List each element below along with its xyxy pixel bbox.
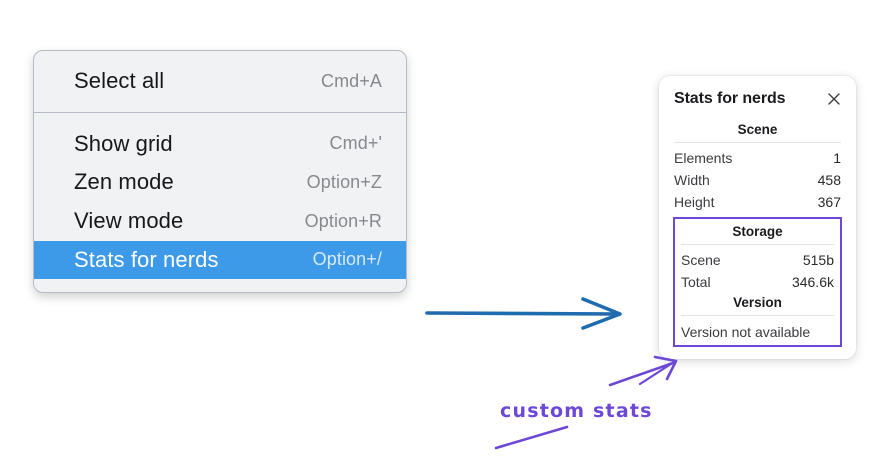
menu-item-stats-for-nerds[interactable]: Stats for nerds Option+/ [34, 240, 406, 280]
menu-item-shortcut: Option+/ [312, 249, 382, 270]
stat-row-elements: Elements 1 [674, 147, 841, 169]
custom-stats-highlight-box: Storage Scene 515b Total 346.6k Version … [673, 217, 842, 347]
purple-pointer-arrows [494, 355, 678, 450]
stat-value: 367 [817, 194, 841, 210]
stat-value: 458 [817, 172, 841, 188]
stat-label: Total [681, 274, 711, 290]
stat-label: Width [674, 172, 710, 188]
section-rule [681, 315, 834, 316]
section-rule [674, 142, 841, 143]
menu-item-select-all[interactable]: Select all Cmd+A [34, 62, 406, 101]
custom-stats-label: custom stats [500, 400, 653, 422]
stat-label: Elements [674, 150, 733, 166]
stat-row-height: Height 367 [674, 191, 841, 213]
menu-item-shortcut: Cmd+A [320, 70, 382, 91]
menu-item-label: Zen mode [74, 169, 174, 195]
menu-item-shortcut: Option+Z [306, 172, 382, 193]
blue-pointer-arrow [425, 297, 622, 330]
menu-item-shortcut: Option+R [304, 210, 382, 231]
stats-panel-body: Scene Elements 1 Width 458 Height 367 St… [659, 120, 856, 347]
stat-label: Scene [681, 252, 721, 268]
stat-row-width: Width 458 [674, 169, 841, 191]
menu-item-show-grid[interactable]: Show grid Cmd+' [34, 125, 406, 164]
stat-label: Height [674, 194, 715, 210]
section-title-storage: Storage [732, 224, 783, 239]
stats-panel-title: Stats for nerds [674, 90, 786, 107]
menu-item-label: Show grid [74, 130, 173, 156]
menu-item-label: Stats for nerds [74, 246, 219, 272]
menu-item-label: View mode [74, 208, 184, 234]
menu-group-view: Show grid Cmd+' Zen mode Option+Z View m… [34, 113, 406, 293]
version-not-available-text: Version not available [681, 324, 811, 340]
close-icon[interactable] [826, 91, 842, 107]
menu-item-zen-mode[interactable]: Zen mode Option+Z [34, 163, 406, 202]
stat-row-storage-total: Total 346.6k [681, 271, 834, 293]
menu-item-view-mode[interactable]: View mode Option+R [34, 202, 406, 241]
section-title-version: Version [733, 295, 782, 310]
stat-value: 1 [833, 150, 841, 166]
canvas-context-menu[interactable]: Select all Cmd+A Show grid Cmd+' Zen mod… [33, 50, 407, 294]
stat-value: 346.6k [791, 274, 834, 290]
section-title-scene: Scene [737, 122, 778, 137]
stat-value: 515b [802, 252, 834, 268]
menu-group-selection: Select all Cmd+A [34, 51, 406, 112]
stat-row-storage-scene: Scene 515b [681, 249, 834, 271]
menu-item-shortcut: Cmd+' [329, 133, 382, 154]
stats-for-nerds-panel: Stats for nerds Scene Elements 1 Width 4… [659, 76, 856, 359]
section-rule [681, 244, 834, 245]
menu-item-label: Select all [74, 68, 165, 93]
menu-divider [34, 111, 406, 113]
stats-panel-header: Stats for nerds [659, 90, 856, 108]
